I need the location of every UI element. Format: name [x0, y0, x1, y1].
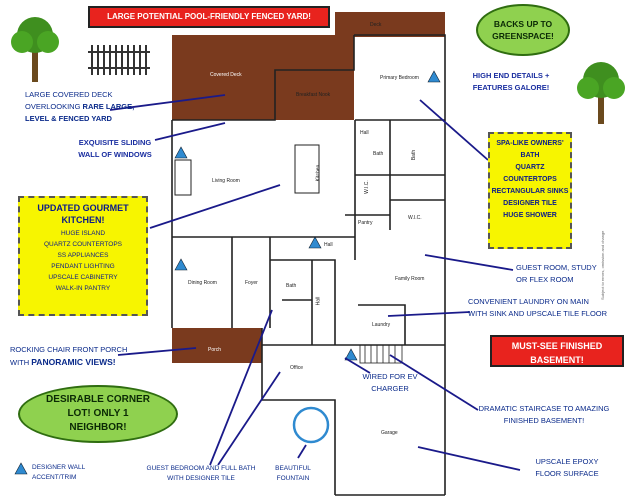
room-label-hall: Hall: [360, 130, 369, 136]
laundry-callout: CONVENIENT LAUNDRY ON MAIN WITH SINK AND…: [468, 297, 608, 318]
fountain-callout: BEAUTIFUL FOUNTAIN: [275, 465, 311, 482]
bath-feature: QUARTZ COUNTERTOPS: [503, 164, 557, 183]
room-label-breakfast: Breakfast Nook: [296, 92, 331, 98]
porch-line: WITH: [10, 358, 30, 367]
guest-room-callout: GUEST ROOM, STUDY OR FLEX ROOM: [516, 263, 597, 284]
covered-deck-area: [172, 35, 354, 120]
corner-lot-text: DESIRABLE CORNER LOT! ONLY 1 NEIGHBOR!: [46, 394, 150, 433]
room-label-foyer: Foyer: [245, 280, 258, 286]
room-label-porch: Porch: [208, 347, 222, 353]
room-label-laundry: Laundry: [372, 322, 391, 328]
fountain-icon: [292, 406, 330, 444]
kitchen-feature: QUARTZ COUNTERTOPS: [43, 241, 122, 248]
fence-icon: [88, 45, 150, 75]
room-label-bath: Bath: [411, 149, 418, 161]
covered-deck-line: OVERLOOKING: [25, 102, 81, 111]
room-label-hall: Hall: [324, 242, 333, 248]
room-label-hall: Hall: [315, 296, 322, 306]
covered-deck-line: LARGE COVERED DECK: [25, 90, 113, 99]
bath-feature: SPA-LIKE OWNERS' BATH: [496, 140, 564, 159]
epoxy-callout: UPSCALE EPOXY FLOOR SURFACE: [535, 457, 599, 478]
designer-wall-callout: DESIGNER WALL ACCENT/TRIM: [32, 464, 85, 481]
high-end-callout: HIGH END DETAILS + FEATURES GALORE!: [472, 71, 550, 92]
room-label-office: Office: [290, 365, 303, 371]
room-label-covered-deck: Covered Deck: [210, 72, 242, 78]
kitchen-title: UPDATED GOURMET KITCHEN!: [37, 203, 129, 225]
greenspace-text: BACKS UP TO GREENSPACE!: [492, 19, 554, 41]
porch-line: PANORAMIC VIEWS!: [31, 357, 116, 367]
room-label-deck: Deck: [370, 22, 382, 28]
deck-area: [335, 12, 445, 37]
greenspace-oval: BACKS UP TO GREENSPACE!: [476, 4, 570, 56]
covered-deck-line: LEVEL & FENCED YARD: [25, 114, 112, 123]
room-label-bath: Bath: [286, 283, 297, 289]
room-label-garage: Garage: [381, 430, 398, 436]
bath-box: SPA-LIKE OWNERS' BATH QUARTZ COUNTERTOPS R…: [488, 132, 572, 249]
covered-deck-callout: LARGE COVERED DECK OVERLOOKING RARE LARG…: [25, 89, 155, 125]
sliding-callout: EXQUISITE SLIDING WALL OF WINDOWS: [78, 138, 152, 159]
kitchen-feature: WALK-IN PANTRY: [55, 285, 111, 292]
staircase-callout: DRAMATIC STAIRCASE TO AMAZING FINISHED B…: [478, 404, 610, 425]
bath-feature: RECTANGULAR SINKS: [491, 188, 569, 195]
kitchen-feature: PENDANT LIGHTING: [51, 263, 115, 270]
room-label-wic: W.I.C.: [363, 180, 370, 194]
corner-lot-oval: DESIRABLE CORNER LOT! ONLY 1 NEIGHBOR!: [18, 385, 178, 443]
porch-area: [172, 328, 262, 363]
ev-callout: WIRED FOR EV CHARGER: [362, 372, 418, 393]
porch-line: ROCKING CHAIR FRONT PORCH: [10, 345, 128, 354]
bath-list: SPA-LIKE OWNERS' BATH QUARTZ COUNTERTOPS R…: [490, 138, 570, 222]
kitchen-feature: HUGE ISLAND: [60, 230, 106, 237]
basement-banner: MUST-SEE FINISHED BASEMENT!: [490, 335, 624, 367]
room-label-kitchen: Kitchen: [315, 164, 322, 182]
room-label-wic: W.I.C.: [408, 215, 422, 221]
pool-banner: LARGE POTENTIAL POOL-FRIENDLY FENCED YAR…: [88, 6, 330, 28]
tree-icon: [577, 62, 625, 124]
room-label-family: Family Room: [395, 276, 425, 282]
designer-wall-icon: [14, 70, 441, 475]
disclaimer-text: Subject to errors, omission and change: [600, 230, 605, 300]
covered-deck-line: RARE LARGE,: [82, 102, 135, 111]
kitchen-feature: UPSCALE CABINETRY: [48, 274, 118, 281]
kitchen-box: UPDATED GOURMET KITCHEN! HUGE ISLAND QUAR…: [18, 196, 148, 316]
kitchen-feature: SS APPLIANCES: [57, 252, 109, 259]
porch-callout: ROCKING CHAIR FRONT PORCH WITH PANORAMIC…: [10, 344, 140, 369]
bath-feature: DESIGNER TILE: [503, 200, 557, 207]
room-label-living: Living Room: [212, 178, 240, 184]
guest-bed-callout: GUEST BEDROOM AND FULL BATH WITH DESIGNE…: [146, 465, 256, 482]
room-label-dining: Dining Room: [188, 280, 217, 286]
bath-feature: HUGE SHOWER: [503, 212, 557, 219]
room-label-pantry: Pantry: [358, 220, 373, 226]
room-label-bath: Bath: [373, 151, 384, 157]
kitchen-list: HUGE ISLAND QUARTZ COUNTERTOPS SS APPLIANC…: [20, 228, 146, 294]
room-label-primary: Primary Bedroom: [380, 75, 419, 81]
tree-icon: [11, 17, 59, 82]
